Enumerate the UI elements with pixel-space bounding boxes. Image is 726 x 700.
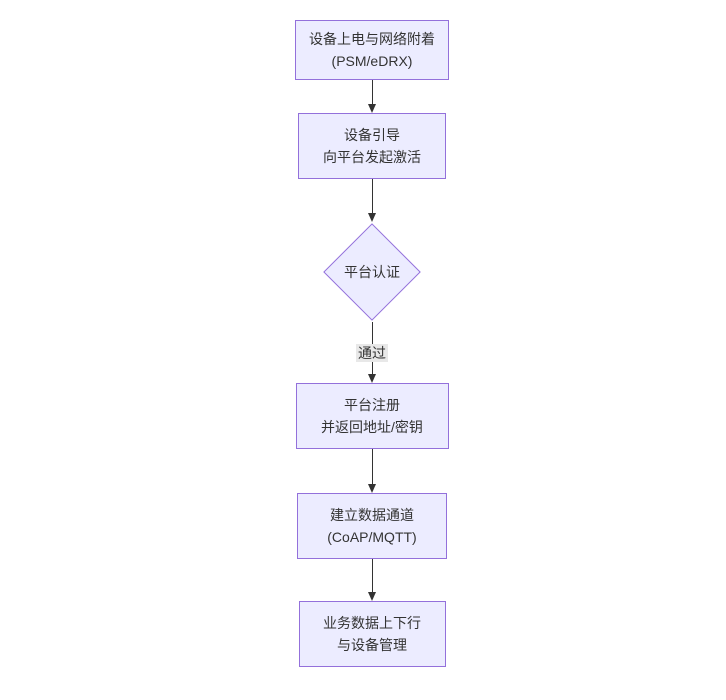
node-text-line: (CoAP/MQTT) bbox=[327, 529, 417, 545]
node-text-line: 业务数据上下行 bbox=[323, 615, 421, 631]
node-text-line: 并返回地址/密钥 bbox=[321, 419, 423, 435]
edge-line bbox=[371, 559, 373, 593]
node-device-power-attach: 设备上电与网络附着 (PSM/eDRX) bbox=[295, 20, 449, 80]
edge-bootstrap-to-auth bbox=[352, 179, 392, 222]
node-text-line: 平台注册 bbox=[344, 397, 400, 413]
node-text-line: 建立数据通道 bbox=[330, 507, 414, 523]
node-business-data: 业务数据上下行 与设备管理 bbox=[298, 601, 446, 667]
arrowhead-icon bbox=[368, 374, 376, 383]
node-device-bootstrap: 设备引导 向平台发起激活 bbox=[298, 113, 446, 179]
arrowhead-icon bbox=[368, 484, 376, 493]
edge-register-to-channel bbox=[352, 449, 392, 493]
node-text-line: 设备引导 bbox=[344, 127, 400, 143]
flowchart: 设备上电与网络附着 (PSM/eDRX) 设备引导 向平台发起激活 平台认证 通… bbox=[295, 20, 449, 667]
node-text-line: 与设备管理 bbox=[337, 637, 407, 653]
edge-channel-to-business bbox=[352, 559, 392, 601]
edge-auth-to-register: 通过 bbox=[352, 322, 392, 383]
node-data-channel: 建立数据通道 (CoAP/MQTT) bbox=[297, 493, 447, 559]
edge-label-pass: 通过 bbox=[356, 343, 388, 362]
node-platform-register: 平台注册 并返回地址/密钥 bbox=[295, 383, 449, 449]
node-text-line: 设备上电与网络附着 bbox=[309, 31, 435, 47]
arrowhead-icon bbox=[368, 592, 376, 601]
node-text-line: 向平台发起激活 bbox=[323, 149, 421, 165]
arrowhead-icon bbox=[368, 213, 376, 222]
edge-line bbox=[371, 80, 373, 105]
edge-line bbox=[371, 179, 373, 214]
edge-line bbox=[371, 449, 373, 485]
decision-platform-auth: 平台认证 bbox=[322, 222, 422, 322]
arrowhead-icon bbox=[368, 104, 376, 113]
node-text-line: 平台认证 bbox=[344, 264, 400, 280]
edge-power-to-bootstrap bbox=[352, 80, 392, 113]
node-text-line: (PSM/eDRX) bbox=[331, 53, 413, 69]
